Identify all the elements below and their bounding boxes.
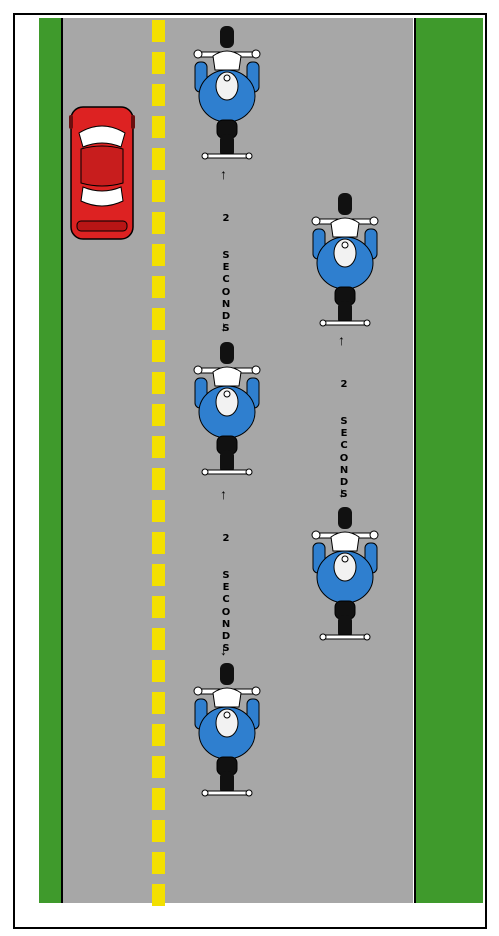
lane-dash bbox=[152, 212, 165, 234]
lane-dash bbox=[152, 372, 165, 394]
lane-dash bbox=[152, 180, 165, 202]
grass-left bbox=[39, 18, 63, 903]
lane-dash bbox=[152, 564, 165, 586]
lane-dash bbox=[152, 788, 165, 810]
grass-right bbox=[414, 18, 483, 903]
following-distance-gap-1: ↑ 2 S E C O N D S ↓ bbox=[215, 167, 237, 333]
up-arrow-icon: ↑ bbox=[338, 333, 345, 347]
down-arrow-icon: ↓ bbox=[220, 643, 227, 657]
motorcycle-icon bbox=[189, 663, 265, 803]
lane-dash bbox=[152, 692, 165, 714]
lane-dash bbox=[152, 724, 165, 746]
lane-dash bbox=[152, 628, 165, 650]
lane-dash bbox=[152, 884, 165, 906]
lane-dash bbox=[152, 852, 165, 874]
gap-number: 2 bbox=[215, 213, 237, 225]
gap-number: 2 bbox=[215, 533, 237, 545]
lane-dash bbox=[152, 84, 165, 106]
gap-number: 2 bbox=[333, 379, 355, 391]
lane-dash bbox=[152, 468, 165, 490]
lane-dash bbox=[152, 820, 165, 842]
motorcycle-icon bbox=[189, 342, 265, 482]
following-distance-gap-2: ↑ 2 S E C O N D S ↓ bbox=[333, 333, 355, 499]
lane-dash bbox=[152, 436, 165, 458]
motorcycle-icon bbox=[307, 507, 383, 647]
lane-dash bbox=[152, 756, 165, 778]
lane-dash bbox=[152, 340, 165, 362]
diagram-frame: ↑ 2 S E C O N D S ↓ ↑ 2 S E C O N D S ↓ … bbox=[13, 13, 487, 929]
up-arrow-icon: ↑ bbox=[220, 167, 227, 181]
lane-dash bbox=[152, 532, 165, 554]
down-arrow-icon: ↓ bbox=[220, 319, 227, 333]
lane-dash bbox=[152, 660, 165, 682]
lane-dash bbox=[152, 116, 165, 138]
center-lane-line bbox=[152, 18, 166, 903]
lane-dash bbox=[152, 404, 165, 426]
motorcycle-icon bbox=[189, 26, 265, 166]
lane-dash bbox=[152, 244, 165, 266]
motorcycle-icon bbox=[307, 193, 383, 333]
lane-dash bbox=[152, 52, 165, 74]
up-arrow-icon: ↑ bbox=[220, 487, 227, 501]
following-distance-gap-3: ↑ 2 S E C O N D S ↓ bbox=[215, 487, 237, 657]
lane-dash bbox=[152, 148, 165, 170]
lane-dash bbox=[152, 308, 165, 330]
lane-dash bbox=[152, 596, 165, 618]
lane-dash bbox=[152, 500, 165, 522]
lane-dash bbox=[152, 276, 165, 298]
car-icon bbox=[69, 103, 135, 243]
down-arrow-icon: ↓ bbox=[338, 485, 345, 499]
lane-dash bbox=[152, 20, 165, 42]
